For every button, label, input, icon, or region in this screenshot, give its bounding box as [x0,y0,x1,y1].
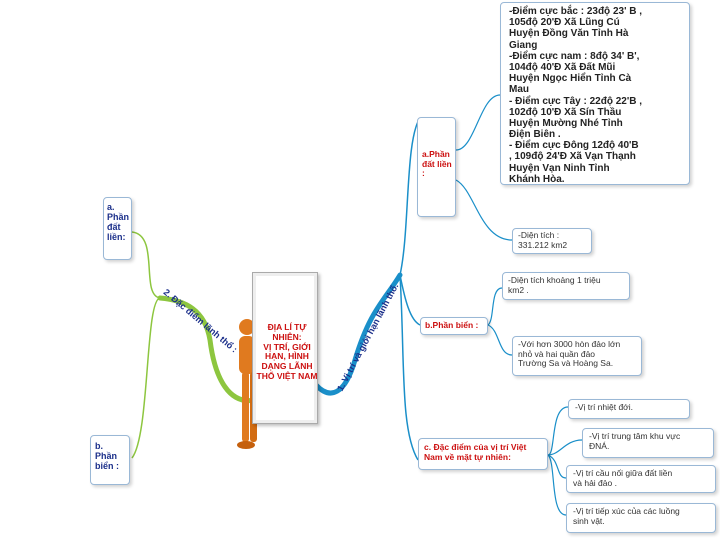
link-b-to-islands [487,324,513,356]
right-node-a-land[interactable]: a.Phần đất liền : [417,117,456,217]
link-right-to-c [399,274,419,461]
left-node-b-sea[interactable]: b. Phần biển : [90,435,130,485]
link-center-to-right [313,272,403,396]
detail-extreme-points[interactable]: -Điểm cực bắc : 23độ 23' B , 105độ 20'Đ … [500,2,690,185]
link-c-to-center-sea [547,439,583,456]
link-right-hub [399,117,421,276]
right-node-b-sea[interactable]: b.Phần biển : [420,317,488,335]
link-a-to-area [455,179,513,241]
link-right-to-b [399,274,421,326]
link-left-to-b [131,297,161,459]
detail-tropical[interactable]: -Vị trí nhiệt đới. [568,399,690,419]
left-node-a-land[interactable]: a. Phần đất liền: [103,197,132,260]
link-c-to-bridge [547,454,567,479]
link-c-to-contact [547,454,567,516]
link-c-to-tropical [547,406,569,456]
detail-bridge[interactable]: -Vị trí cầu nối giữa đất liền và hải đảo… [566,465,716,493]
detail-sea-area[interactable]: -Diện tích khoảng 1 triệu km2 . [502,272,630,300]
center-topic-card[interactable] [252,272,318,424]
center-topic-title: ĐỊA LÍ TỰ NHIÊN: VỊ TRÍ, GIỚI HẠN, HÌNH … [256,322,318,381]
detail-islands[interactable]: -Với hơn 3000 hòn đảo lớn nhỏ và hai quầ… [512,336,642,376]
detail-contact[interactable]: -Vị trí tiếp xúc của các luồng sinh vật. [566,503,716,533]
link-left-to-a [131,231,161,299]
detail-land-area[interactable]: -Diện tích : 331.212 km2 [512,228,592,254]
link-center-to-left [157,295,258,404]
link-a-to-extreme [455,94,501,151]
detail-center-sea[interactable]: -Vị trí trung tâm khu vực ĐNÁ. [582,428,714,458]
right-node-c-features[interactable]: c. Đặc điểm của vị trí Việt Nam về mặt t… [418,438,548,470]
link-b-to-sea-area [487,287,503,326]
